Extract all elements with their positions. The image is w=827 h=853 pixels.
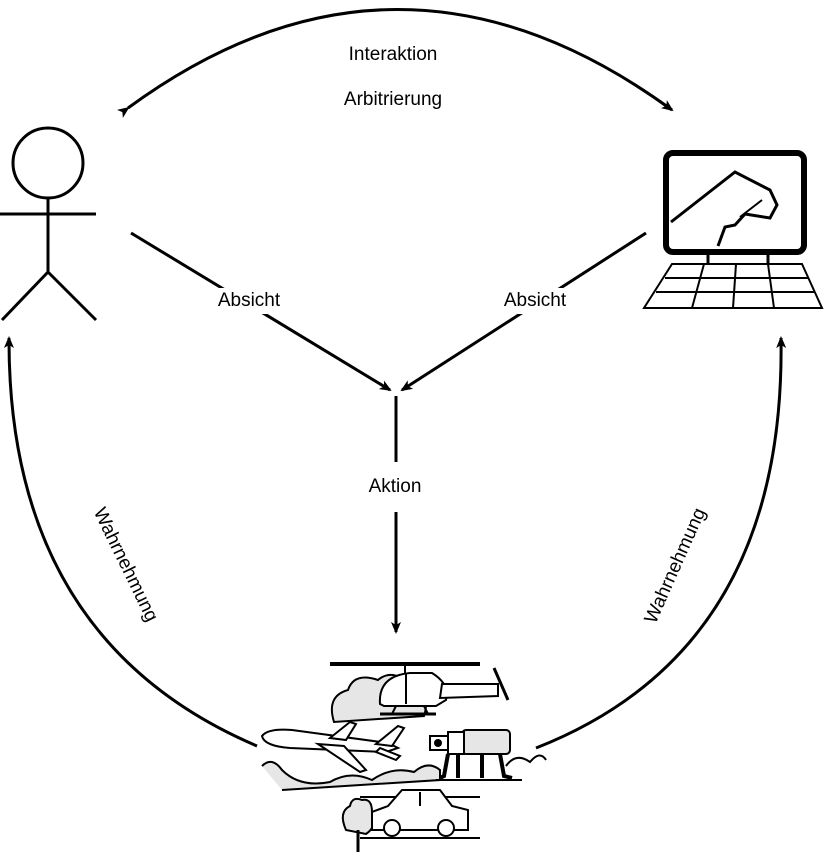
interaction-arc (116, 8, 674, 118)
action-label: Aktion (368, 476, 422, 497)
stick-figure-icon (0, 126, 98, 322)
intent-label-left: Absicht (213, 288, 285, 314)
arbitration-label: Arbitrierung (343, 89, 443, 110)
computer-monitor-icon (642, 150, 824, 309)
perception-arc-left (3, 336, 258, 748)
perception-arc-right (535, 336, 787, 750)
interaction-label: Interaktion (348, 44, 438, 65)
vehicles-environment-icon (260, 662, 547, 852)
intent-label-right: Absicht (499, 288, 571, 314)
